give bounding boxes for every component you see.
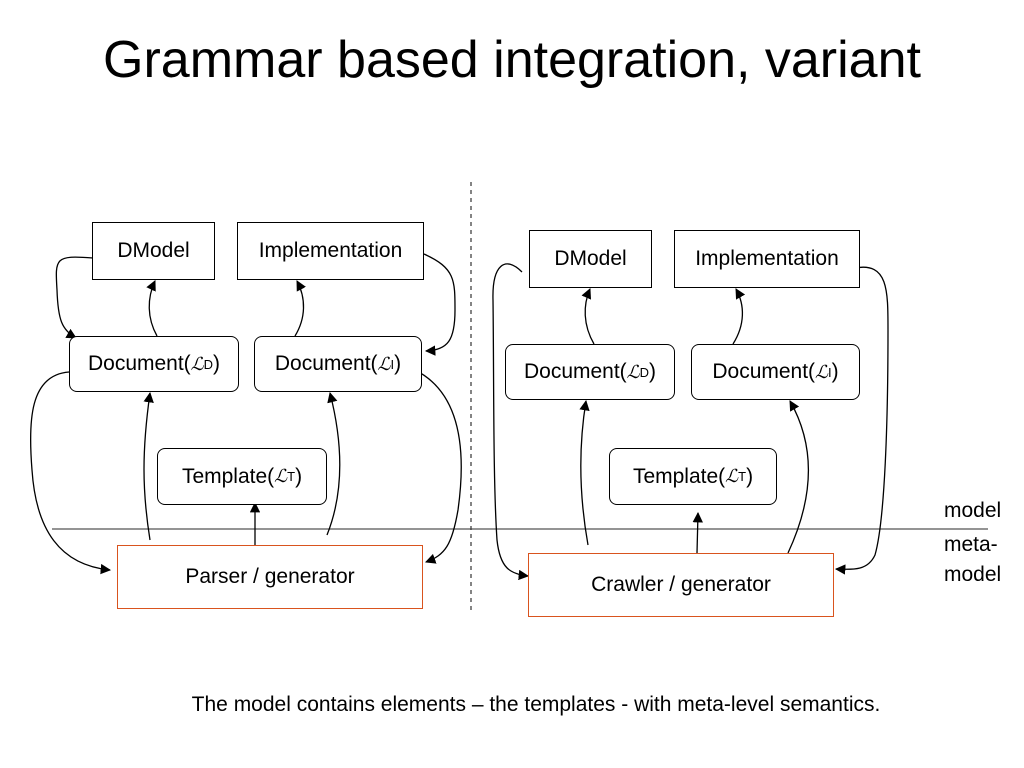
left-doc-i-subscript: I: [390, 356, 395, 372]
slide-title: Grammar based integration, variant: [103, 31, 921, 89]
right-implementation-to-tool-arrow: [834, 266, 889, 575]
left-doc-i-to-implementation-arrow: [294, 280, 306, 337]
left-implementation-to-doc-i-arrow: [423, 253, 456, 356]
right-template-subscript: T: [738, 469, 747, 484]
script-l-glyph: ℒ: [815, 361, 829, 383]
right-doc-i-to-implementation-arrow: [732, 288, 746, 345]
script-l-glyph: ℒ: [274, 466, 288, 487]
script-l-glyph: ℒ: [377, 353, 391, 375]
right-doc-i-label: Document(: [712, 360, 816, 383]
left-implementation-box: Implementation: [237, 222, 424, 280]
metamodel-level-label-line2: model: [944, 563, 1002, 586]
right-tool-label: Crawler / generator: [591, 573, 771, 596]
left-doc-i-to-tool-arrow: [414, 369, 462, 564]
right-template-close: ): [746, 464, 754, 488]
right-tool-to-doc-i-arrow: [787, 400, 810, 554]
right-tool-to-doc-d-arrow: [579, 399, 590, 546]
right-doc-d-label: Document(: [523, 360, 627, 383]
left-dmodel-to-doc-d-arrow: [55, 256, 94, 339]
left-doc-d-subscript: D: [203, 356, 214, 372]
left-doc-i-label: Document(: [274, 352, 378, 375]
right-implementation-label: Implementation: [695, 247, 839, 270]
left-tool-to-doc-i-arrow: [326, 391, 341, 536]
left-template-label: Template(: [181, 464, 275, 488]
right-dmodel-label: DModel: [554, 247, 627, 270]
left-doc-d-to-tool-arrow: [29, 371, 112, 575]
left-template-close: ): [295, 464, 303, 488]
right-doc-d-to-dmodel-arrow: [581, 288, 595, 345]
right-dmodel-box: DModel: [529, 230, 652, 288]
slide-caption: The model contains elements – the templa…: [191, 693, 881, 716]
left-implementation-label: Implementation: [258, 239, 403, 262]
right-doc-d-subscript: D: [639, 364, 650, 380]
metamodel-level-label-line1: meta-: [944, 533, 998, 556]
right-template-label: Template(: [632, 464, 726, 488]
right-crawler-generator-box: Crawler / generator: [528, 553, 834, 617]
right-doc-i-subscript: I: [828, 364, 832, 380]
left-dmodel-label: DModel: [117, 239, 190, 262]
script-l-glyph: ℒ: [190, 353, 204, 375]
right-implementation-box: Implementation: [674, 230, 860, 288]
right-dmodel-to-tool-arrow: [492, 263, 530, 581]
left-parser-generator-box: Parser / generator: [117, 545, 423, 609]
left-doc-d-to-dmodel-arrow: [146, 280, 158, 337]
left-doc-d-label: Document(: [87, 352, 191, 375]
right-doc-d-close: ): [649, 360, 657, 383]
model-level-label: model: [944, 499, 1002, 522]
script-l-glyph: ℒ: [626, 361, 640, 383]
left-tool-to-doc-d-arrow: [143, 391, 154, 541]
left-tool-label: Parser / generator: [185, 565, 355, 588]
left-doc-d-close: ): [213, 352, 221, 375]
right-tool-to-template-arrow: [692, 511, 703, 554]
script-l-glyph: ℒ: [725, 466, 739, 487]
left-doc-i-close: ): [394, 352, 402, 375]
right-doc-i-close: ): [831, 360, 839, 383]
left-dmodel-box: DModel: [92, 222, 215, 280]
left-template-subscript: T: [287, 469, 296, 484]
